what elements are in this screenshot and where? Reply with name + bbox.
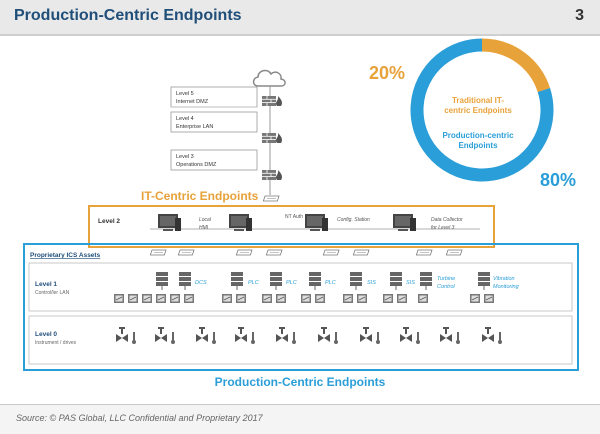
level-5-name: Level 5 bbox=[176, 91, 194, 97]
level-4-box: Level 4 Enterprise LAN bbox=[170, 111, 258, 133]
switch-icon bbox=[262, 195, 280, 202]
donut-label-prod-1: Production-centric bbox=[442, 131, 514, 140]
svg-text:Turbine: Turbine bbox=[437, 276, 455, 282]
svg-text:Vibration: Vibration bbox=[493, 276, 515, 282]
level-5-box: Level 5 Internet DMZ bbox=[170, 86, 258, 108]
page-title: Production-Centric Endpoints bbox=[14, 7, 242, 24]
level1-labels: DCS PLC PLC PLC SIS SIS Turbine Control … bbox=[195, 276, 520, 290]
svg-text:DCS: DCS bbox=[195, 280, 207, 286]
level-3-box: Level 3 Operations DMZ bbox=[170, 149, 258, 171]
svg-text:PLC: PLC bbox=[248, 280, 259, 286]
svg-text:HMI: HMI bbox=[199, 225, 209, 231]
level-1-desc: Control/ler LAN bbox=[35, 290, 70, 296]
cloud-icon bbox=[252, 69, 286, 87]
footer-source: Source: © PAS Global, LLC Confidential a… bbox=[16, 413, 263, 423]
page-number: 3 bbox=[575, 7, 584, 24]
switch-row bbox=[149, 249, 463, 256]
level-3-name: Level 3 bbox=[176, 154, 194, 160]
level2-node bbox=[229, 214, 252, 231]
footer: Source: © PAS Global, LLC Confidential a… bbox=[0, 404, 600, 434]
production-centric-frame bbox=[23, 243, 579, 371]
donut-label-it-1: Traditional IT- bbox=[452, 96, 504, 105]
svg-text:SIS: SIS bbox=[367, 280, 376, 286]
donut-label-it-2: centric Endpoints bbox=[444, 106, 512, 115]
nt-auth-label: NT Auth bbox=[285, 214, 303, 220]
level-4-name: Level 4 bbox=[176, 116, 194, 122]
level-3-desc: Operations DMZ bbox=[176, 162, 217, 168]
svg-text:PLC: PLC bbox=[286, 280, 297, 286]
svg-text:Control: Control bbox=[437, 284, 456, 290]
pct-prod: 80% bbox=[540, 170, 576, 190]
svg-text:Local: Local bbox=[199, 217, 212, 223]
endpoint-donut: Traditional IT- centric Endpoints Produc… bbox=[369, 38, 576, 190]
level2-node: Data Collector for Level 3 bbox=[393, 214, 463, 231]
level-1-name: Level 1 bbox=[35, 281, 57, 288]
firewall-icon bbox=[261, 95, 283, 107]
donut-label-prod-2: Endpoints bbox=[458, 141, 498, 150]
svg-text:Config. Station: Config. Station bbox=[337, 217, 370, 223]
svg-text:Data Collector: Data Collector bbox=[431, 217, 463, 223]
level-5-desc: Internet DMZ bbox=[176, 99, 209, 105]
level-1-panel bbox=[28, 262, 573, 312]
level-0-panel bbox=[28, 315, 573, 365]
svg-text:Monitoring: Monitoring bbox=[493, 284, 520, 290]
svg-text:for Level 3: for Level 3 bbox=[431, 225, 455, 231]
level-0-desc: Instrument / drives bbox=[35, 340, 77, 346]
level-2-box bbox=[88, 205, 495, 248]
level2-node: Local HMI bbox=[158, 214, 212, 231]
header-divider bbox=[0, 34, 600, 36]
svg-text:PLC: PLC bbox=[325, 280, 336, 286]
header-bar: Production-Centric Endpoints 3 bbox=[0, 0, 600, 34]
pct-it: 20% bbox=[369, 63, 405, 83]
svg-text:SIS: SIS bbox=[406, 280, 415, 286]
level-2-name: Level 2 bbox=[98, 218, 120, 225]
firewall-icon bbox=[261, 132, 283, 144]
donut-segment-it bbox=[410, 38, 554, 182]
diagram: Level 5 Internet DMZ Level 4 Enterprise … bbox=[23, 38, 579, 389]
level-0-name: Level 0 bbox=[35, 331, 57, 338]
firewall-icon bbox=[261, 169, 283, 181]
it-centric-label: IT-Centric Endpoints bbox=[141, 189, 259, 203]
proprietary-ics-label: Proprietary ICS Assets bbox=[30, 252, 101, 259]
level-4-desc: Enterprise LAN bbox=[176, 124, 213, 130]
production-centric-label: Production-Centric Endpoints bbox=[215, 375, 386, 389]
level2-node: Config. Station bbox=[305, 214, 370, 231]
